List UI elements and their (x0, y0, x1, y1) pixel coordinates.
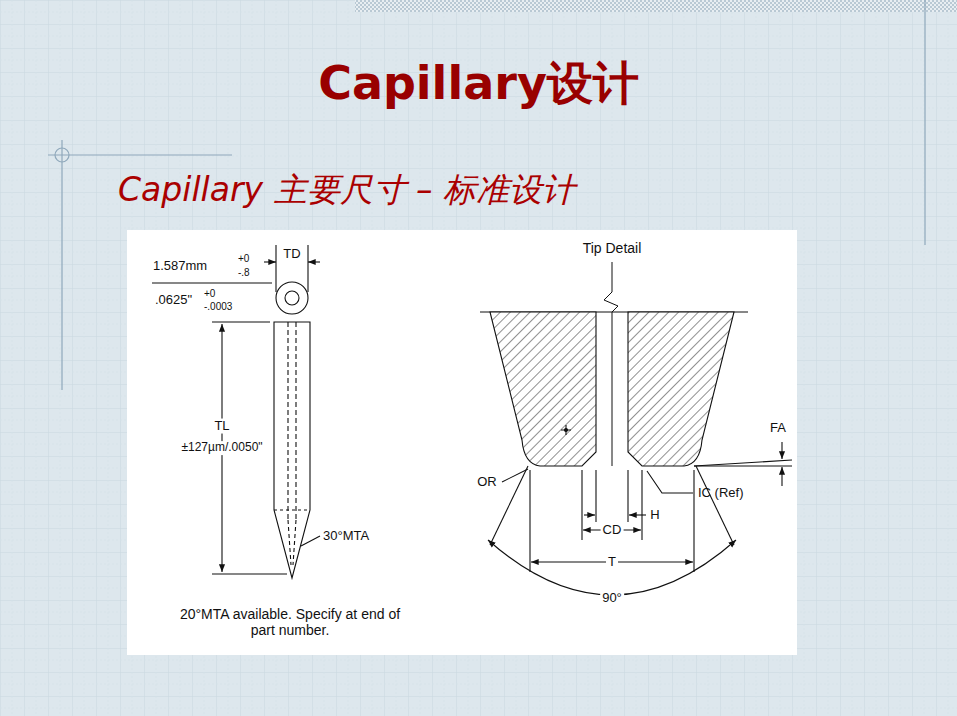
dimension-name: OR (477, 475, 497, 490)
angle-label: 30°MTA (323, 529, 369, 544)
dimension-value: 1.587mm (153, 259, 207, 274)
dimension-value: ±127µm/.0050" (179, 441, 264, 455)
slide-title: Capillary设计 (0, 58, 957, 109)
tolerance: -.8 (238, 267, 250, 279)
slide-subtitle: Capillary 主要尺寸 – 标准设计 (118, 171, 575, 209)
view-title: Tip Detail (581, 240, 644, 256)
note: 20°MTA available. Specify at end of part… (175, 606, 405, 638)
dimension-name: IC (Ref) (698, 486, 744, 501)
dimension-name: TL (212, 419, 231, 434)
tolerance: +0 (204, 288, 215, 300)
tolerance: -.0003 (204, 301, 232, 313)
dimension-name: CD (601, 523, 624, 538)
angle-label: 90° (600, 591, 624, 606)
tolerance: +0 (238, 253, 249, 265)
dimension-name: H (648, 508, 661, 523)
dimension-name: TD (281, 247, 302, 262)
dimension-name: FA (770, 421, 786, 436)
dimension-value: .0625" (155, 293, 192, 308)
dimension-name: T (606, 555, 618, 570)
